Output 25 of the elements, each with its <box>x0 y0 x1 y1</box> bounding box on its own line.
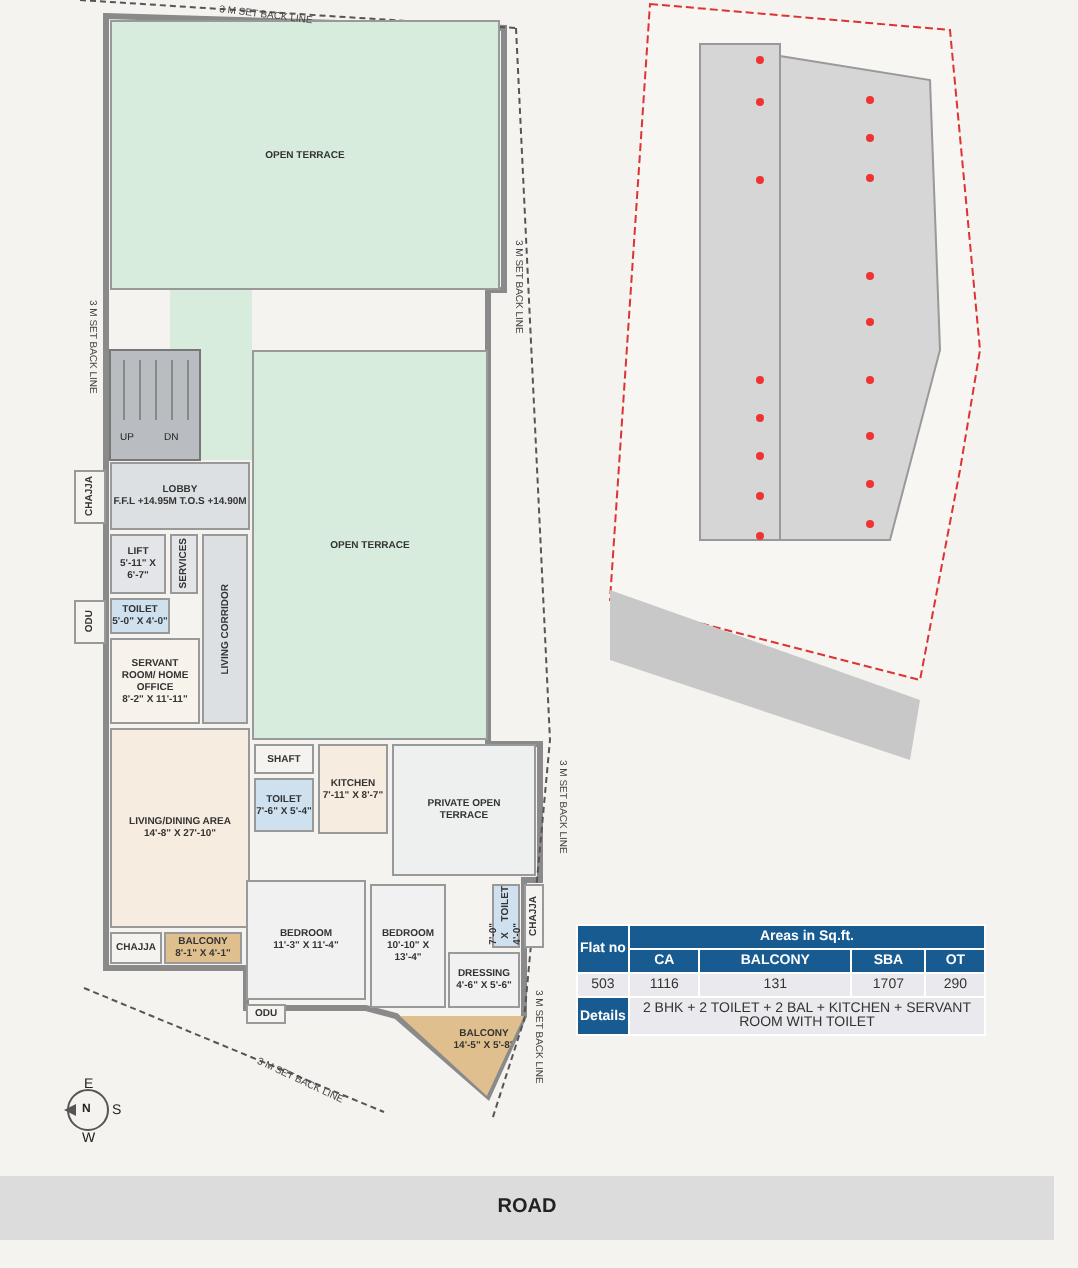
services-area <box>170 534 198 594</box>
room-area <box>110 638 200 724</box>
chajja-area <box>110 932 162 964</box>
odu-area <box>246 1004 286 1024</box>
balcony-area <box>164 932 242 964</box>
terrace-area <box>392 744 536 876</box>
toilet-area <box>110 598 170 634</box>
kitchen-area <box>318 744 388 834</box>
room-label: ROAD <box>497 1196 557 1220</box>
terrace-area <box>110 20 500 290</box>
lift-shaft <box>110 534 166 594</box>
bedroom-area <box>246 880 366 1000</box>
chajja-area <box>524 884 544 948</box>
odu-area <box>74 600 106 644</box>
dressing-area <box>448 952 520 1008</box>
chajja-area <box>74 470 106 524</box>
living-area <box>110 728 250 928</box>
road-band <box>0 1176 1054 1240</box>
corridor-area <box>202 534 248 724</box>
bedroom-area <box>370 884 446 1008</box>
terrace-area <box>252 350 488 740</box>
shaft-area <box>254 744 314 774</box>
toilet-area <box>254 778 314 832</box>
toilet-area <box>492 884 520 948</box>
lobby-area <box>110 462 250 530</box>
